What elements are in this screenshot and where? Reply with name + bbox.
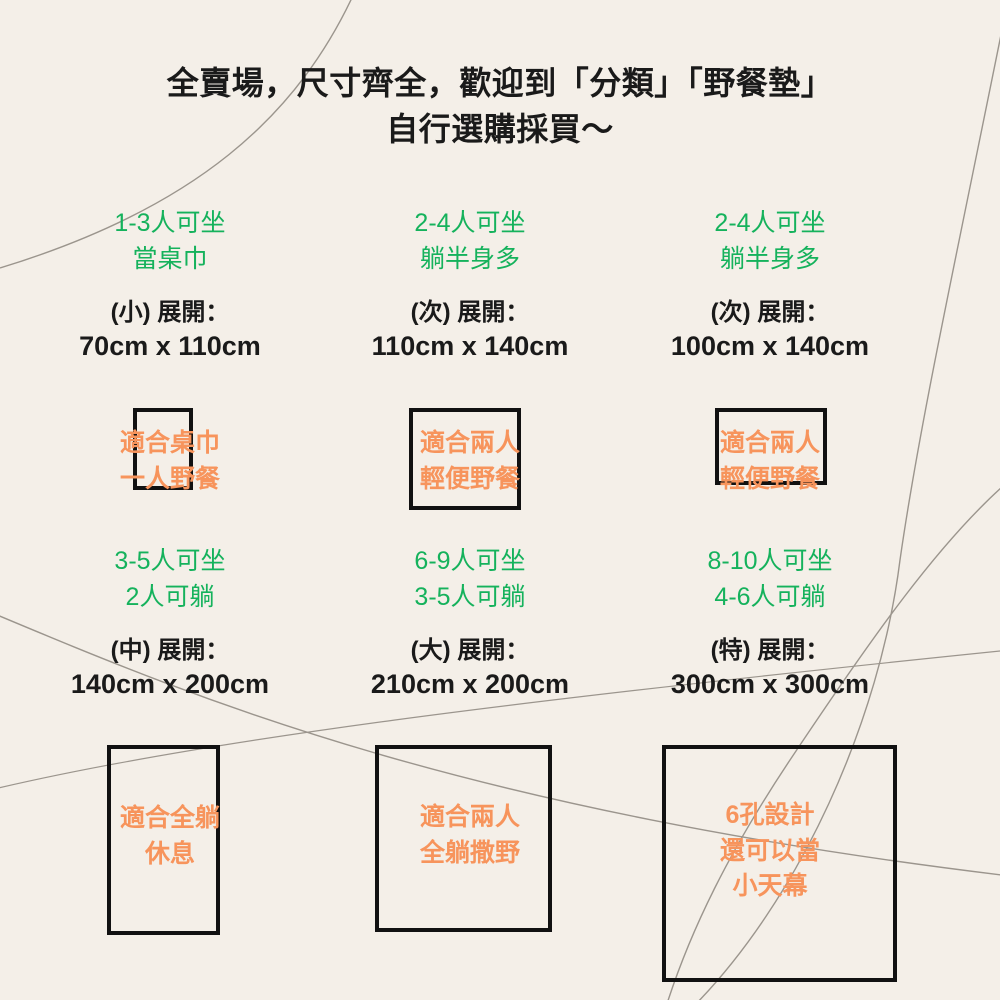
size-rectangle-2: [409, 408, 521, 510]
product-card-2: 2-4人可坐 躺半身多 (次) 展開： 110cm x 140cm: [320, 205, 620, 364]
size-diagram-1: 適合桌巾 一人野餐: [20, 400, 320, 540]
capacity-line-2: 4-6人可躺: [714, 583, 826, 612]
size-diagram-2: 適合兩人 輕便野餐: [320, 400, 620, 540]
size-dimensions: 110cm x 140cm: [371, 331, 569, 362]
capacity-line-1: 2-4人可坐: [714, 209, 826, 237]
product-card-6: 8-10人可坐 4-6人可躺 (特) 展開： 300cm x 300cm: [620, 543, 920, 702]
capacity-line-2: 當桌巾: [132, 245, 208, 274]
product-card-4: 3-5人可坐 2人可躺 (中) 展開： 140cm x 200cm: [20, 543, 320, 702]
size-label: (次) 展開：: [710, 298, 830, 326]
product-card-5: 6-9人可坐 3-5人可躺 (大) 展開： 210cm x 200cm: [320, 543, 620, 702]
size-dimensions: 300cm x 300cm: [670, 669, 870, 700]
size-dimensions: 100cm x 140cm: [670, 331, 870, 362]
size-label: (次) 展開：: [410, 298, 530, 326]
capacity-line-1: 8-10人可坐: [707, 547, 833, 575]
size-diagram-5: 適合兩人 全躺撒野: [320, 738, 620, 1000]
title-line-1: 全賣場，尺寸齊全，歡迎到「分類」「野餐墊」: [166, 65, 834, 101]
product-card-1: 1-3人可坐 當桌巾 (小) 展開： 70cm x 110cm: [20, 205, 320, 364]
size-rectangle-4: [107, 745, 220, 935]
capacity-line-2: 躺半身多: [419, 245, 520, 274]
product-card-3: 2-4人可坐 躺半身多 (次) 展開： 100cm x 140cm: [620, 205, 920, 364]
size-rectangle-1: [133, 408, 193, 490]
size-label: (小) 展開：: [110, 298, 230, 326]
capacity-line-2: 2人可躺: [125, 583, 215, 612]
page-title: 全賣場，尺寸齊全，歡迎到「分類」「野餐墊」 自行選購採買～: [0, 60, 1000, 153]
size-rectangle-3: [715, 408, 827, 485]
size-dimensions: 140cm x 200cm: [70, 669, 270, 700]
size-diagram-4: 適合全躺 休息: [20, 738, 320, 1000]
title-line-2: 自行選購採買～: [386, 111, 614, 148]
size-rectangle-5: [375, 745, 552, 932]
size-dimensions: 70cm x 110cm: [79, 331, 261, 362]
size-diagram-3: 適合兩人 輕便野餐: [620, 400, 920, 540]
size-label: (大) 展開：: [410, 636, 530, 664]
size-diagram-6: 6孔設計 還可以當 小天幕: [620, 738, 920, 1000]
capacity-line-2: 躺半身多: [719, 245, 820, 274]
size-rectangle-6: [662, 745, 897, 982]
capacity-line-1: 6-9人可坐: [414, 547, 526, 575]
capacity-line-2: 3-5人可躺: [414, 583, 526, 612]
capacity-line-1: 2-4人可坐: [414, 209, 526, 237]
size-label: (中) 展開：: [110, 636, 230, 664]
size-label: (特) 展開：: [710, 636, 830, 664]
capacity-line-1: 1-3人可坐: [114, 209, 226, 237]
capacity-line-1: 3-5人可坐: [114, 547, 226, 575]
size-dimensions: 210cm x 200cm: [370, 669, 570, 700]
